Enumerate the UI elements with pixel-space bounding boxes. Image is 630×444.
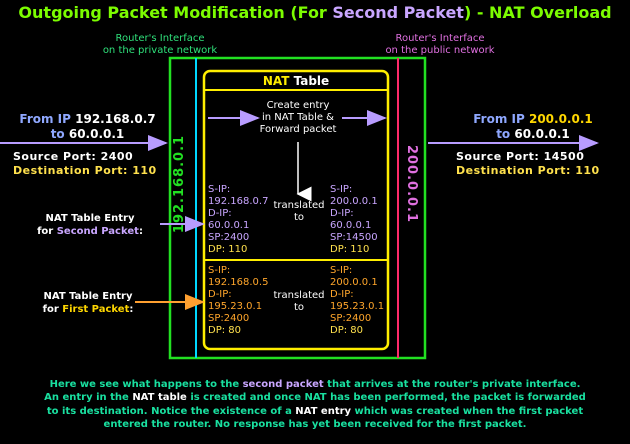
create-entry-text: Create entry in NAT Table & Forward pack… xyxy=(259,100,337,135)
second-entry-right: S-IP: 200.0.0.1 D-IP: 60.0.0.1 SP:14500 … xyxy=(330,184,378,255)
second-entry-left: S-IP: 192.168.0.7 D-IP: 60.0.0.1 SP:2400… xyxy=(208,184,269,255)
second-entry-label: NAT Table Entry for Second Packet: xyxy=(37,213,143,237)
incoming-packet-info: From IP 192.168.0.7 to 60.0.0.1 xyxy=(19,112,156,141)
page-title: Outgoing Packet Modification (For Second… xyxy=(18,3,612,22)
first-entry-left: S-IP: 192.168.0.5 D-IP: 195.23.0.1 SP:24… xyxy=(208,265,269,336)
first-entry-right: S-IP: 200.0.0.1 D-IP: 195.23.0.1 SP:2400… xyxy=(330,265,385,336)
outgoing-ports: Source Port: 14500 Destination Port: 110 xyxy=(456,150,600,177)
public-ip-vertical: 200.0.0.1 xyxy=(404,144,419,224)
explanation-text: Here we see what happens to the second p… xyxy=(44,379,586,430)
private-ip-vertical: 192.168.0.1 xyxy=(172,134,187,234)
incoming-ports: Source Port: 2400 Destination Port: 110 xyxy=(13,150,157,177)
router-box xyxy=(168,56,427,360)
first-entry-label: NAT Table Entry for First Packet: xyxy=(42,291,134,315)
second-entry-translated: translated to xyxy=(273,200,325,223)
outgoing-packet-info: From IP 200.0.0.1 to 60.0.0.1 xyxy=(473,112,593,141)
nat-table-box xyxy=(202,69,390,351)
nat-table-title: NAT Table xyxy=(262,74,330,88)
first-entry-translated: translated to xyxy=(273,290,325,313)
